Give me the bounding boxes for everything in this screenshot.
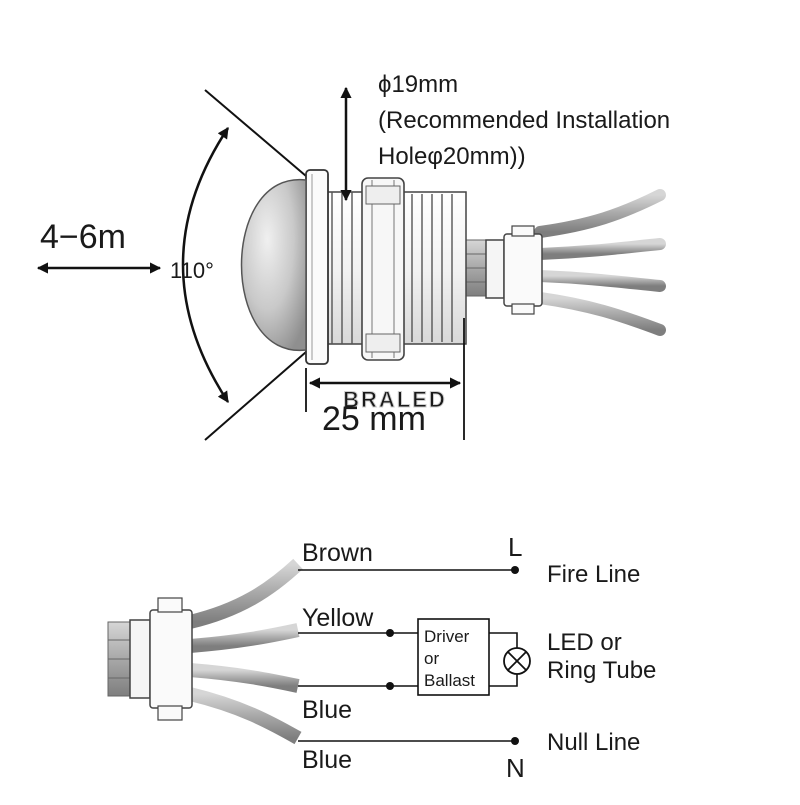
- hole-label-line2: Holeφ20mm)): [378, 143, 526, 170]
- angle-line-top: [204, 89, 307, 177]
- diameter-label: ϕ19mm: [378, 71, 458, 98]
- wire-label-yellow: Yellow: [302, 604, 374, 632]
- led-label-line1: LED or: [547, 629, 622, 656]
- lamp-icon: [503, 647, 531, 675]
- wiring-wires: [188, 558, 303, 745]
- angle-arc: [181, 127, 230, 403]
- sensor-wires: [534, 189, 666, 336]
- wire-label-blue-2: Blue: [302, 746, 352, 774]
- angle-line-bottom: [204, 351, 307, 441]
- fire-line-label: Fire Line: [547, 561, 640, 588]
- range-label: 4−6m: [40, 218, 126, 256]
- junction-yellow: [386, 629, 394, 637]
- circuit-lines: [298, 569, 518, 742]
- length-label: 25 mm: [322, 400, 426, 438]
- driver-label-line1: Driver: [424, 627, 470, 646]
- wiring-connector: [129, 597, 193, 721]
- watermark-logo: BRALED: [343, 387, 447, 412]
- terminal-l-label: L: [508, 532, 522, 562]
- junction-blue: [386, 682, 394, 690]
- terminal-l-dot: [511, 566, 519, 574]
- sensor-drawing: BRALED ϕ19mm (Recommended Installation H…: [36, 71, 670, 441]
- sensor-flange: [305, 169, 329, 365]
- wiring-diagram: Driver or Ballast Brown Yellow Blue Blue…: [107, 532, 656, 783]
- wire-label-brown: Brown: [302, 539, 373, 567]
- terminal-n-dot: [511, 737, 519, 745]
- pir-dome: [240, 179, 307, 351]
- driver-box: [417, 618, 490, 696]
- threaded-body: [325, 177, 467, 361]
- led-label-line2: Ring Tube: [547, 657, 656, 684]
- driver-label-line3: Ballast: [424, 671, 475, 690]
- angle-label: 110°: [170, 258, 214, 283]
- wire-label-blue-1: Blue: [302, 696, 352, 724]
- driver-label-line2: or: [424, 649, 439, 668]
- null-line-label: Null Line: [547, 729, 640, 756]
- terminal-n-label: N: [506, 753, 525, 783]
- wire-connector: [485, 225, 543, 315]
- hole-label-line1: (Recommended Installation: [378, 107, 670, 134]
